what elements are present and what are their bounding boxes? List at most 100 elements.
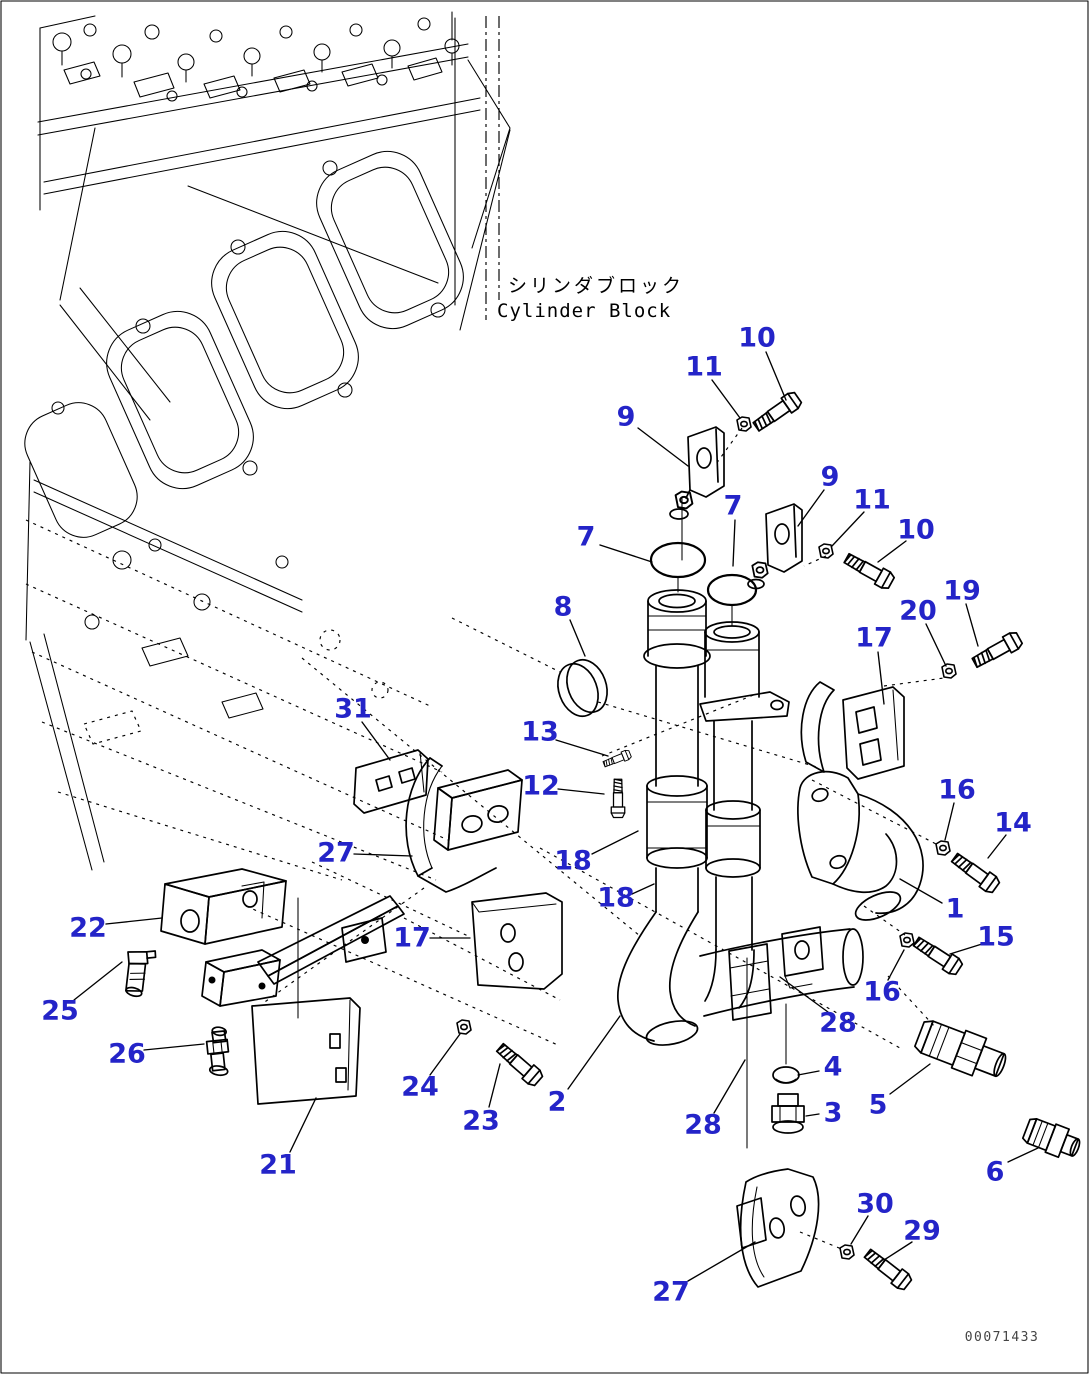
part-bolt-14 [948, 849, 1002, 896]
part-plug-6 [1021, 1118, 1081, 1159]
part-washer-11-left [736, 416, 752, 432]
callout-number-23: 23 [462, 1106, 500, 1137]
doc-code: 00071433 [965, 1330, 1040, 1345]
callout-number-16: 16 [938, 775, 976, 806]
part-plate-31 [353, 749, 429, 814]
callout-number-11: 11 [853, 485, 891, 516]
part-oring-7-right [706, 573, 758, 607]
part-bracket-21-assembly [201, 895, 405, 1105]
callout-leader-27 [353, 853, 413, 857]
callout-number-13: 13 [521, 717, 559, 748]
callout-leader-22 [105, 917, 163, 925]
part-fitting-25 [125, 950, 157, 998]
callout-number-20: 20 [899, 596, 937, 627]
callout-number-28: 28 [684, 1110, 722, 1141]
callout-leader-28 [713, 1059, 746, 1114]
part-plug-4 [772, 1066, 800, 1084]
part-washer-11-right [818, 543, 834, 559]
callout-number-17: 17 [393, 923, 431, 954]
callout-leader-10 [765, 351, 787, 401]
callout-leader-6 [1007, 1147, 1039, 1163]
callout-number-8: 8 [554, 592, 573, 623]
cylinder-block-drawing [24, 11, 511, 881]
part-fitting-26 [205, 1026, 230, 1077]
callout-leader-16 [944, 802, 955, 841]
callout-number-30: 30 [856, 1189, 894, 1220]
part-washer-30 [839, 1244, 855, 1260]
callout-leader-9 [797, 489, 825, 527]
callout-number-9: 9 [821, 462, 840, 493]
part-washer-20 [941, 663, 957, 679]
callout-number-17: 17 [855, 623, 893, 654]
callout-number-14: 14 [994, 808, 1032, 839]
phantom-lines [245, 427, 945, 1251]
callout-number-11: 11 [685, 352, 723, 383]
callout-leader-11 [831, 511, 865, 547]
callout-number-3: 3 [824, 1098, 843, 1129]
bracket-9-right-nut [751, 561, 769, 579]
part-block-22 [160, 868, 287, 945]
part-bolt-19 [969, 629, 1025, 672]
callout-leader-5 [889, 1063, 931, 1095]
part-shield-17-left [471, 892, 563, 990]
callout-leader-25 [73, 961, 123, 1001]
callout-number-26: 26 [108, 1039, 146, 1070]
callout-number-19: 19 [943, 576, 981, 607]
callout-number-9: 9 [617, 402, 636, 433]
callout-leader-29 [883, 1241, 913, 1261]
callout-leader-17 [877, 651, 885, 705]
callout-number-22: 22 [69, 913, 107, 944]
part-bolt-23 [493, 1039, 546, 1089]
part-bolt-12 [610, 778, 626, 819]
cylinder-block-label-en: Cylinder Block [497, 300, 671, 322]
part-bolt-13 [601, 748, 633, 770]
callout-number-12: 12 [522, 771, 560, 802]
callout-leader-18 [631, 883, 655, 895]
part-washer-16-lower [899, 932, 915, 948]
callout-number-2: 2 [548, 1087, 567, 1118]
callout-leader-20 [925, 623, 947, 667]
part-plug-3 [771, 1093, 805, 1134]
callout-leader-15 [949, 943, 983, 955]
callout-number-5: 5 [869, 1090, 888, 1121]
part-sensor-5 [914, 1020, 1007, 1078]
callout-leader-16 [887, 949, 905, 981]
part-bolt-10-right [841, 549, 897, 592]
callout-leader-28 [779, 976, 829, 1013]
part-pipe-left [617, 589, 711, 1046]
callout-number-10: 10 [738, 323, 776, 354]
callout-leader-3 [805, 1113, 820, 1117]
callout-number-16: 16 [863, 977, 901, 1008]
callout-number-7: 7 [577, 522, 596, 553]
part-bracket-9-left [669, 426, 725, 520]
part-pipe-2-elbow-assembly [699, 926, 864, 1021]
callout-number-4: 4 [824, 1052, 843, 1083]
callout-leader-4 [797, 1070, 820, 1076]
callout-leader-26 [143, 1043, 205, 1051]
callout-leader-13 [555, 739, 609, 757]
callout-number-21: 21 [259, 1150, 297, 1181]
part-washer-24 [456, 1019, 472, 1035]
callout-leader-9 [637, 427, 689, 467]
callout-leader-8 [569, 619, 586, 657]
callout-number-24: 24 [401, 1072, 439, 1103]
callout-leader-2 [567, 1015, 621, 1090]
callout-number-28: 28 [819, 1008, 857, 1039]
callout-leader-7 [599, 544, 653, 563]
callout-number-10: 10 [897, 515, 935, 546]
callout-leader-24 [429, 1033, 461, 1076]
callout-number-18: 18 [597, 883, 635, 914]
callout-leader-23 [488, 1063, 501, 1108]
bracket-9-left-nut [674, 490, 694, 510]
part-bracket-17-right [800, 681, 905, 780]
callout-leader-1 [899, 878, 943, 904]
part-cover-27-lower [736, 1168, 820, 1288]
callout-leader-19 [965, 603, 979, 647]
cylinder-block-label-jp: シリンダブロック [508, 274, 684, 297]
part-bolt-10-left [750, 389, 804, 436]
callout-leader-31 [361, 721, 391, 761]
